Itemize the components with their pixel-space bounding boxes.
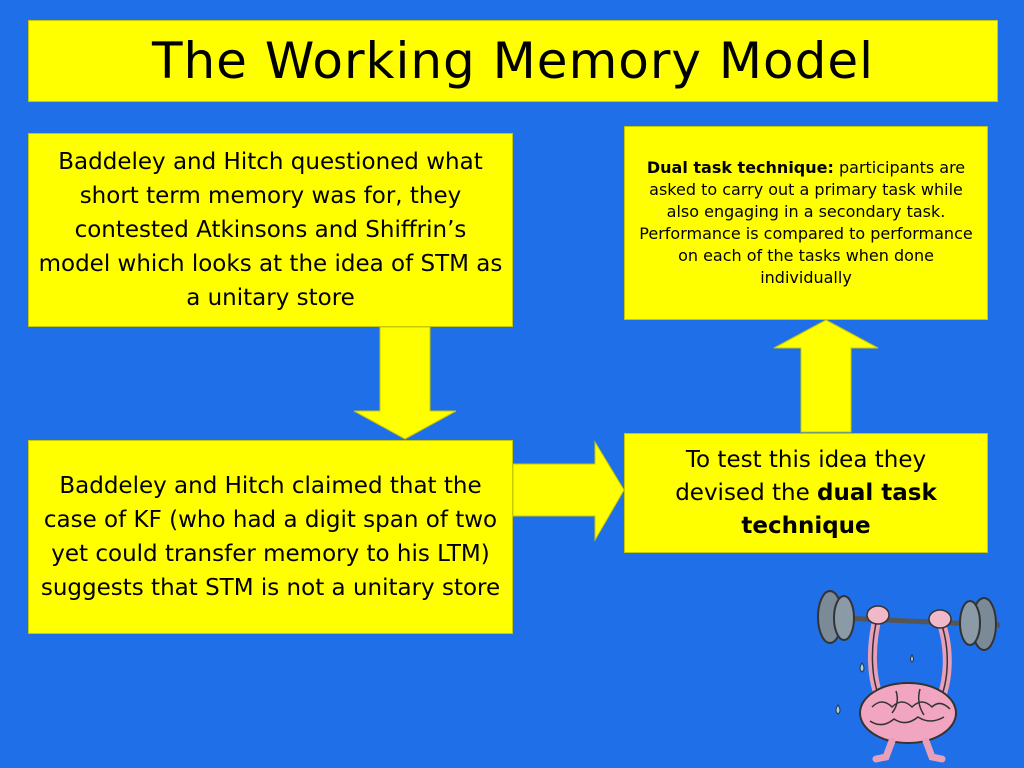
intro-text: Baddeley and Hitch questioned what short… (38, 149, 503, 311)
dual-text: Dual task technique: participants are as… (635, 157, 977, 289)
brain-lifting-barbell-icon (817, 590, 1001, 763)
claim-box: Baddeley and Hitch claimed that the case… (28, 440, 513, 634)
right-arrow-icon (512, 440, 625, 542)
dual-task-box: Dual task technique: participants are as… (624, 126, 988, 320)
test-box: To test this idea they devised the dual … (624, 433, 988, 553)
dual-description: participants are asked to carry out a pr… (639, 158, 973, 287)
down-arrow-icon (353, 326, 457, 440)
test-text-prefix: To test this idea they devised the (675, 446, 927, 506)
claim-text: Baddeley and Hitch claimed that the case… (40, 473, 501, 601)
test-text-bold: dual task technique (741, 479, 937, 539)
intro-box: Baddeley and Hitch questioned what short… (28, 133, 513, 327)
slide-title-text: The Working Memory Model (151, 32, 875, 90)
slide-title: The Working Memory Model (28, 20, 998, 102)
dual-term: Dual task technique: (646, 158, 834, 177)
test-text: To test this idea they devised the dual … (639, 444, 973, 543)
up-arrow-icon (773, 319, 879, 433)
